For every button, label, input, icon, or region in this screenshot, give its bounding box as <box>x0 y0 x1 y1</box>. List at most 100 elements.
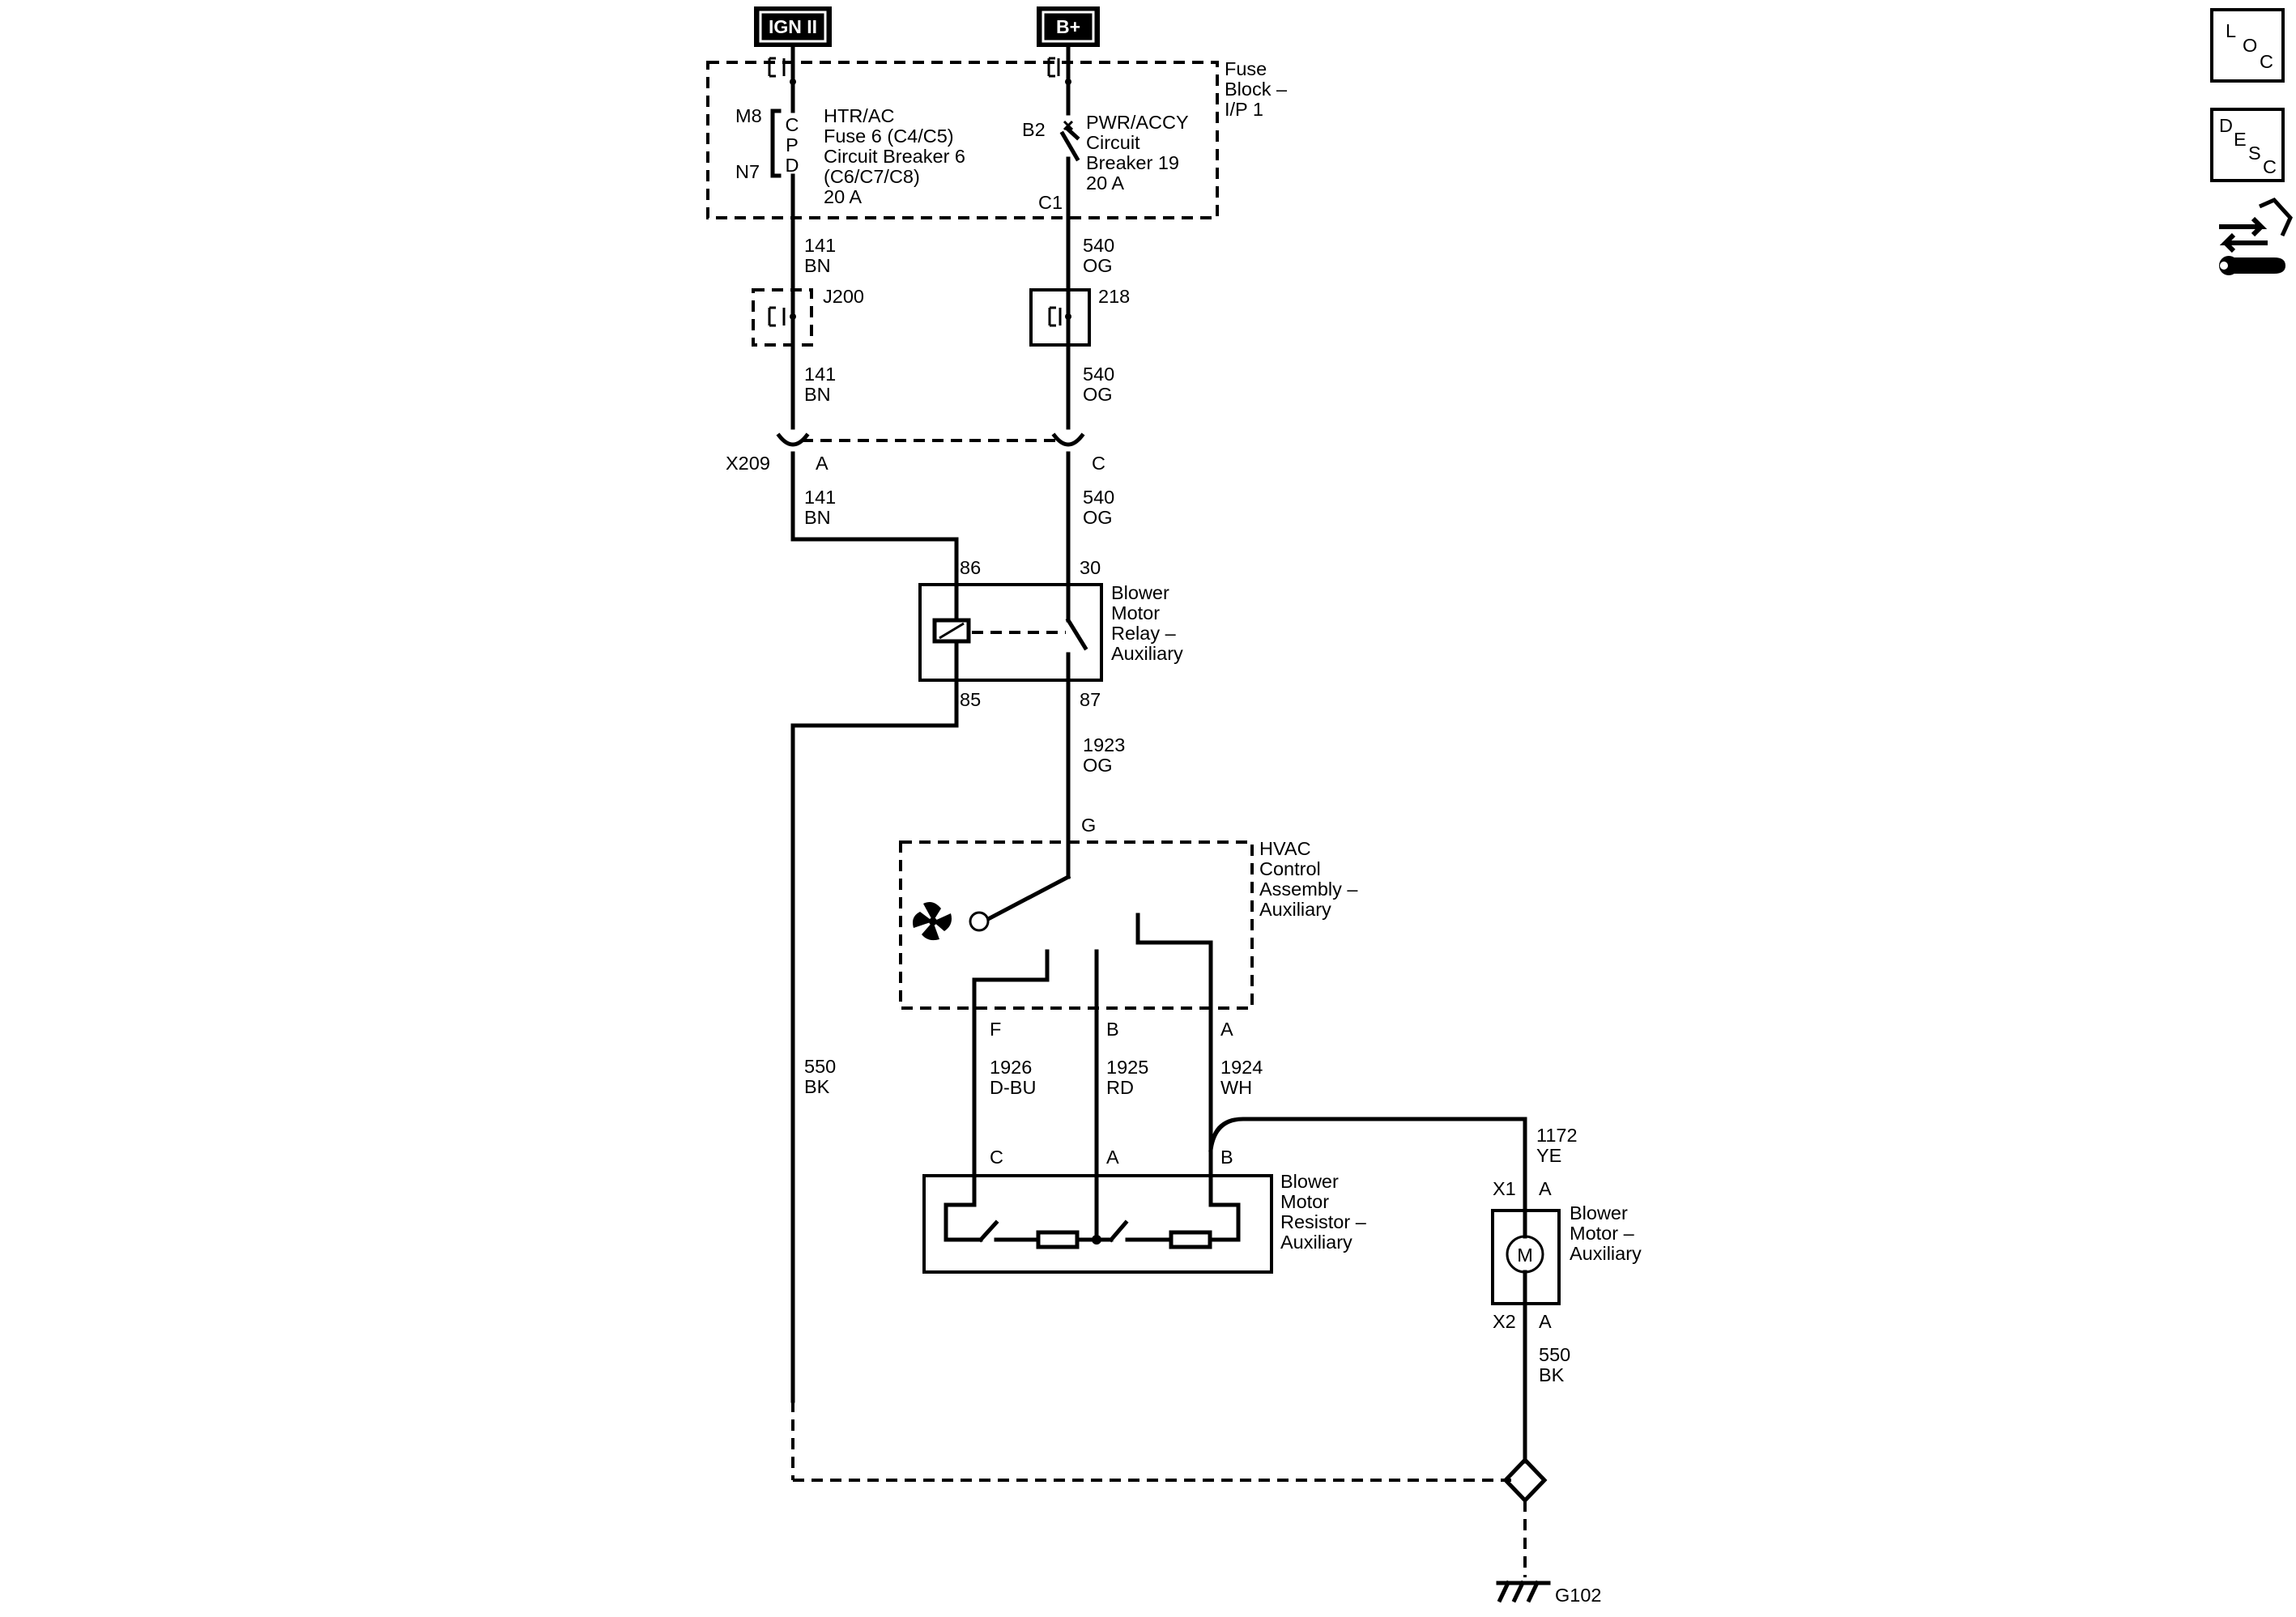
loc-button[interactable]: L O C <box>2210 8 2285 83</box>
svg-text:X209: X209 <box>726 453 770 474</box>
svg-text:E: E <box>2234 129 2247 150</box>
svg-text:OG: OG <box>1083 755 1113 776</box>
fuse-block-label: Fuse Block – I/P 1 <box>1225 58 1288 120</box>
connector-swap-icon[interactable] <box>2219 197 2293 275</box>
wire-1172-path <box>1208 1117 1527 1213</box>
motor-label: Blower Motor – Auxiliary <box>1570 1202 1642 1264</box>
htr-ac-fuse-symbol: C P D <box>770 100 799 245</box>
svg-text:Circuit Breaker 6: Circuit Breaker 6 <box>824 146 965 167</box>
svg-text:30: 30 <box>1080 557 1101 578</box>
svg-text:J200: J200 <box>823 286 864 307</box>
svg-text:Auxiliary: Auxiliary <box>1259 899 1331 920</box>
svg-text:PWR/ACCY: PWR/ACCY <box>1086 112 1189 133</box>
svg-text:Fuse 6 (C4/C5): Fuse 6 (C4/C5) <box>824 126 954 147</box>
svg-text:A: A <box>816 453 829 474</box>
fuse-pin-n7: N7 <box>735 161 760 182</box>
svg-text:Assembly –: Assembly – <box>1259 879 1358 900</box>
svg-text:BK: BK <box>1539 1364 1565 1385</box>
svg-text:Blower: Blower <box>1570 1202 1628 1223</box>
wire-540-label-2: 540 OG <box>1083 364 1114 405</box>
svg-text:Auxiliary: Auxiliary <box>1570 1243 1642 1264</box>
wire-141-label-3: 141 BN <box>804 487 836 528</box>
wire-1172-label: 1172 YE <box>1536 1125 1578 1166</box>
svg-text:C: C <box>2260 51 2273 72</box>
svg-text:1926: 1926 <box>990 1057 1032 1078</box>
svg-text:Motor: Motor <box>1111 602 1160 623</box>
svg-text:Motor –: Motor – <box>1570 1223 1635 1244</box>
desc-button[interactable]: D E S C <box>2210 108 2285 182</box>
blower-motor: X1 A M X2 A <box>1491 1178 1561 1464</box>
svg-text:I/P 1: I/P 1 <box>1225 99 1263 120</box>
fuse-pin-b2: B2 <box>1022 119 1046 140</box>
hvac-pin-g: G <box>1081 815 1096 836</box>
svg-text:Relay –: Relay – <box>1111 623 1177 644</box>
svg-text:A: A <box>1106 1147 1119 1168</box>
svg-text:A: A <box>1539 1178 1552 1199</box>
svg-text:WH: WH <box>1220 1077 1252 1098</box>
connector-x209: X209 A C <box>726 386 1105 474</box>
svg-text:Resistor –: Resistor – <box>1280 1211 1367 1232</box>
wire-540-label-3: 540 OG <box>1083 487 1114 528</box>
svg-text:Control: Control <box>1259 858 1321 879</box>
svg-text:Auxiliary: Auxiliary <box>1280 1232 1352 1253</box>
svg-text:B: B <box>1106 1019 1119 1040</box>
svg-text:540: 540 <box>1083 487 1114 508</box>
wire-1924-label: 1924 WH <box>1220 1057 1263 1098</box>
wire-550-label-right: 550 BK <box>1539 1344 1570 1385</box>
svg-text:540: 540 <box>1083 364 1114 385</box>
svg-text:O: O <box>2243 35 2257 56</box>
ground-g102: G102 <box>1496 1580 1602 1606</box>
svg-text:YE: YE <box>1536 1145 1561 1166</box>
ground-splice-diamond <box>1502 1457 1548 1577</box>
svg-text:87: 87 <box>1080 689 1101 710</box>
pwr-accy-breaker-label: PWR/ACCY Circuit Breaker 19 20 A <box>1086 112 1189 194</box>
svg-text:BK: BK <box>804 1076 830 1097</box>
hvac-blower-switch <box>969 872 1213 1011</box>
svg-text:A: A <box>1539 1311 1552 1332</box>
svg-text:X1: X1 <box>1493 1178 1516 1199</box>
svg-text:P: P <box>786 134 799 155</box>
ign-source-label: IGN II <box>754 6 832 47</box>
relay-label: Blower Motor Relay – Auxiliary <box>1111 582 1183 664</box>
svg-text:OG: OG <box>1083 507 1113 528</box>
svg-text:S: S <box>2248 143 2261 164</box>
blower-motor-relay: 86 30 85 87 <box>918 557 1103 710</box>
hvac-label: HVAC Control Assembly – Auxiliary <box>1259 838 1358 920</box>
svg-text:G102: G102 <box>1555 1585 1602 1606</box>
svg-text:141: 141 <box>804 235 836 256</box>
svg-text:BN: BN <box>804 507 831 528</box>
svg-text:85: 85 <box>960 689 981 710</box>
svg-text:HTR/AC: HTR/AC <box>824 105 895 126</box>
svg-text:20 A: 20 A <box>1086 172 1124 194</box>
wire-141-path <box>790 451 959 587</box>
svg-text:1925: 1925 <box>1106 1057 1148 1078</box>
svg-text:C: C <box>786 114 799 135</box>
svg-text:L: L <box>2226 20 2236 41</box>
svg-text:141: 141 <box>804 364 836 385</box>
bplus-source-label: B+ <box>1037 6 1100 47</box>
svg-text:B: B <box>1220 1147 1233 1168</box>
svg-text:Breaker 19: Breaker 19 <box>1086 152 1179 173</box>
svg-text:C: C <box>1092 453 1105 474</box>
wire-550-label-left: 550 BK <box>804 1056 836 1097</box>
fuse-pin-c1: C1 <box>1038 192 1063 213</box>
svg-text:A: A <box>1220 1019 1233 1040</box>
svg-text:141: 141 <box>804 487 836 508</box>
svg-text:OG: OG <box>1083 255 1113 276</box>
svg-text:C: C <box>990 1147 1003 1168</box>
svg-text:86: 86 <box>960 557 981 578</box>
svg-text:1172: 1172 <box>1536 1125 1578 1146</box>
svg-text:(C6/C7/C8): (C6/C7/C8) <box>824 166 920 187</box>
hvac-control-outline <box>899 840 1254 1010</box>
svg-text:BN: BN <box>804 255 831 276</box>
svg-text:1924: 1924 <box>1220 1057 1263 1078</box>
svg-text:D: D <box>786 155 799 176</box>
blower-motor-resistor: C A B <box>922 1147 1273 1274</box>
svg-text:HVAC: HVAC <box>1259 838 1311 859</box>
wire-1925-label: 1925 RD <box>1106 1057 1148 1098</box>
bplus-feed-wire <box>1047 45 1071 116</box>
svg-text:BN: BN <box>804 384 831 405</box>
svg-text:550: 550 <box>1539 1344 1570 1365</box>
svg-text:Blower: Blower <box>1280 1171 1339 1192</box>
